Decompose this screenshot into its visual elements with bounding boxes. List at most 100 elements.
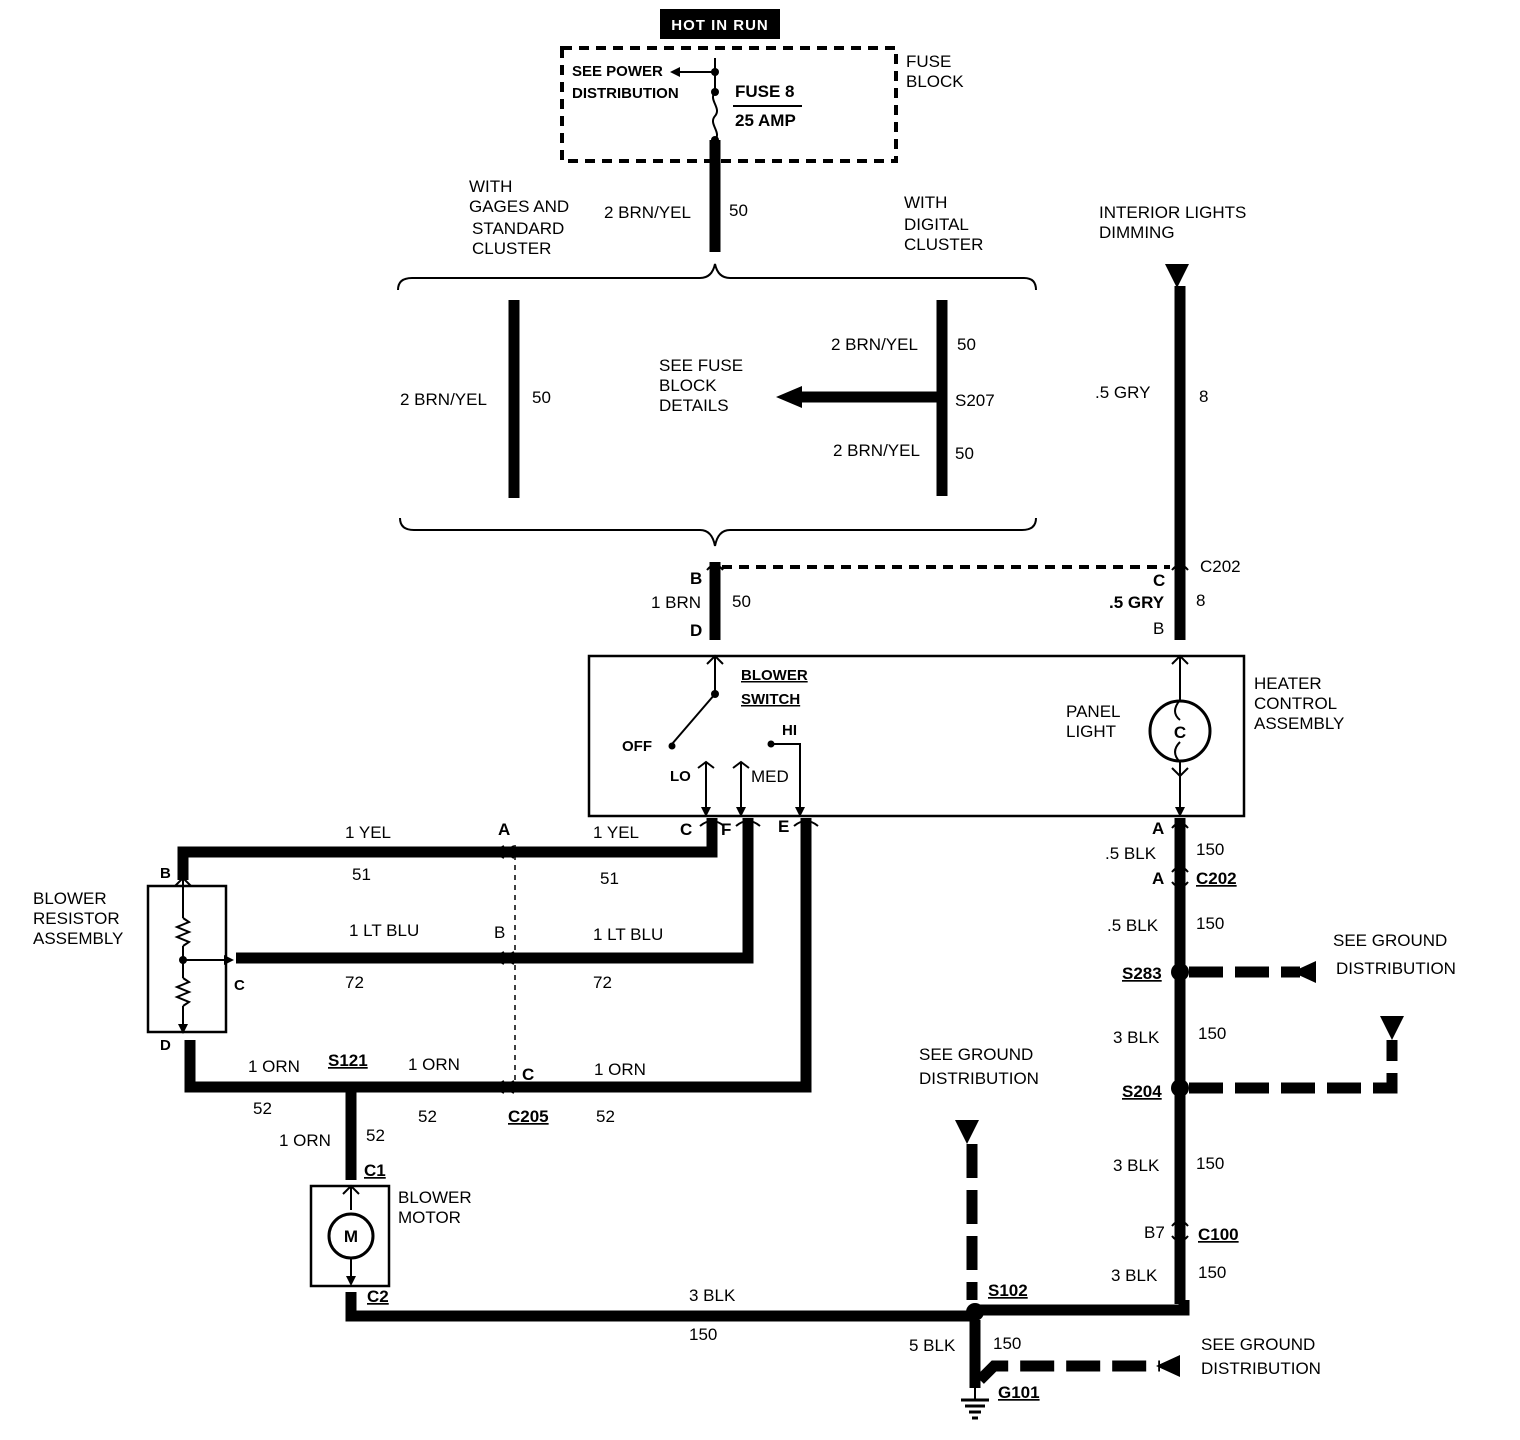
heater-control-label: HEATER (1254, 674, 1322, 693)
connector-c205-terminal (492, 1080, 515, 1094)
digital-cluster-note: CLUSTER (904, 235, 983, 254)
wire-label: .5 BLK (1105, 844, 1157, 863)
circuit-number: 51 (352, 865, 371, 884)
connector-symbol (706, 564, 724, 571)
hot-in-run-label: HOT IN RUN (671, 17, 769, 34)
switch-arm (671, 693, 716, 745)
connector-symbol (1171, 822, 1189, 829)
splice-label: S207 (955, 391, 995, 410)
circuit-number: 150 (993, 1334, 1021, 1353)
splice-s207 (938, 393, 946, 401)
connector-c100-symbol (1171, 1220, 1189, 1242)
ground-dist-arrow (955, 1120, 979, 1144)
wire-orn-52-resistor (184, 1040, 500, 1093)
wire-label: 1 ORN (279, 1131, 331, 1150)
circuit-number: 72 (345, 973, 364, 992)
circuit-number: 52 (253, 1099, 272, 1118)
connector-c2-label: C2 (367, 1287, 389, 1306)
wire-label: .5 BLK (1107, 916, 1159, 935)
fuse-symbol (712, 91, 718, 141)
wire-label: 1 ORN (248, 1057, 300, 1076)
panel-light-label: LIGHT (1066, 722, 1116, 741)
resistor-label: RESISTOR (33, 909, 120, 928)
wire-ground-s204 (1189, 1040, 1398, 1094)
circuit-number: 150 (1198, 1024, 1226, 1043)
blower-motor-label: BLOWER (398, 1188, 472, 1207)
wire-label: 3 BLK (689, 1286, 736, 1305)
panel-light-label: PANEL (1066, 702, 1121, 721)
wire-label: 1 LT BLU (593, 925, 663, 944)
gages-cluster-note: GAGES AND (469, 197, 569, 216)
switch-lo-label: LO (670, 768, 691, 785)
circuit-number: 52 (366, 1126, 385, 1145)
wire-label: 1 ORN (594, 1060, 646, 1079)
gages-cluster-note: CLUSTER (472, 239, 551, 258)
see-ground-distribution: DISTRIBUTION (1336, 959, 1456, 978)
ground-dist-arrow (1156, 1355, 1180, 1377)
wire-label: 1 BRN (651, 593, 701, 612)
see-fuse-arrowhead (776, 386, 802, 408)
circuit-number: 50 (532, 388, 551, 407)
circuit-number: 50 (729, 201, 748, 220)
ground-dist-arrow (1292, 961, 1316, 983)
connector-c1-label: C1 (364, 1161, 386, 1180)
circuit-number: 50 (732, 592, 751, 611)
wire-label: 2 BRN/YEL (604, 203, 691, 222)
interior-lights-label: INTERIOR LIGHTS (1099, 203, 1246, 222)
fuse-node (711, 68, 719, 76)
circuit-number: 8 (1199, 387, 1208, 406)
bulb-filament (1174, 699, 1181, 763)
circuit-number: 150 (1196, 914, 1224, 933)
see-ground-distribution: DISTRIBUTION (1201, 1359, 1321, 1378)
switch-hi-label: HI (782, 722, 797, 739)
pin-b7-label: B7 (1144, 1223, 1165, 1242)
fuse-rating: 25 AMP (735, 111, 796, 130)
fuse-block-label: FUSE (906, 52, 951, 71)
resistor-label: BLOWER (33, 889, 107, 908)
wire-label: 3 BLK (1113, 1156, 1160, 1175)
wire-label: 5 BLK (909, 1336, 956, 1355)
heater-control-label: CONTROL (1254, 694, 1337, 713)
see-fuse-block-note: DETAILS (659, 396, 729, 415)
circuit-number: 150 (1196, 1154, 1224, 1173)
digital-cluster-note: DIGITAL (904, 215, 969, 234)
heater-control-assembly-box (587, 654, 1246, 818)
see-ground-distribution: DISTRIBUTION (919, 1069, 1039, 1088)
connector-c100-label: C100 (1198, 1225, 1239, 1244)
interior-lights-label: DIMMING (1099, 223, 1175, 242)
option-brace-top (397, 263, 1037, 291)
pin-label: B (1153, 619, 1164, 638)
connector-c205-terminal (492, 951, 515, 965)
circuit-number: 150 (689, 1325, 717, 1344)
see-fuse-block-note: SEE FUSE (659, 356, 743, 375)
see-ground-distribution: SEE GROUND (919, 1045, 1033, 1064)
pin-label: D (690, 621, 702, 640)
blower-switch-label: BLOWER (741, 667, 808, 684)
pin-label: B (494, 923, 505, 942)
see-ground-distribution: SEE GROUND (1333, 931, 1447, 950)
splice-s204-label: S204 (1122, 1082, 1162, 1101)
pin-label: F (721, 820, 731, 839)
pin-label: E (778, 817, 789, 836)
gages-cluster-note: STANDARD (472, 219, 564, 238)
splice-s283 (1171, 963, 1189, 981)
pin-label: A (1152, 869, 1164, 888)
wire-yel-51 (177, 818, 718, 880)
splice-s121-label: S121 (328, 1051, 368, 1070)
motor-symbol-label: M (344, 1227, 358, 1246)
pin-label: D (160, 1037, 171, 1054)
pin-label: C (522, 1065, 534, 1084)
wire-label: 2 BRN/YEL (831, 335, 918, 354)
wire-label: 1 LT BLU (349, 921, 419, 940)
connector-symbol (699, 820, 819, 827)
digital-cluster-note: WITH (904, 193, 947, 212)
switch-lead-hi (771, 743, 805, 817)
switch-med-label: MED (751, 767, 789, 786)
resistor-label: ASSEMBLY (33, 929, 123, 948)
fuse-number: FUSE 8 (735, 82, 795, 101)
connector-c202-label: C202 (1200, 557, 1241, 576)
connector-c202-lower-symbol (1171, 866, 1189, 888)
wire-label: 1 YEL (345, 823, 391, 842)
wire-label: 3 BLK (1111, 1266, 1158, 1285)
